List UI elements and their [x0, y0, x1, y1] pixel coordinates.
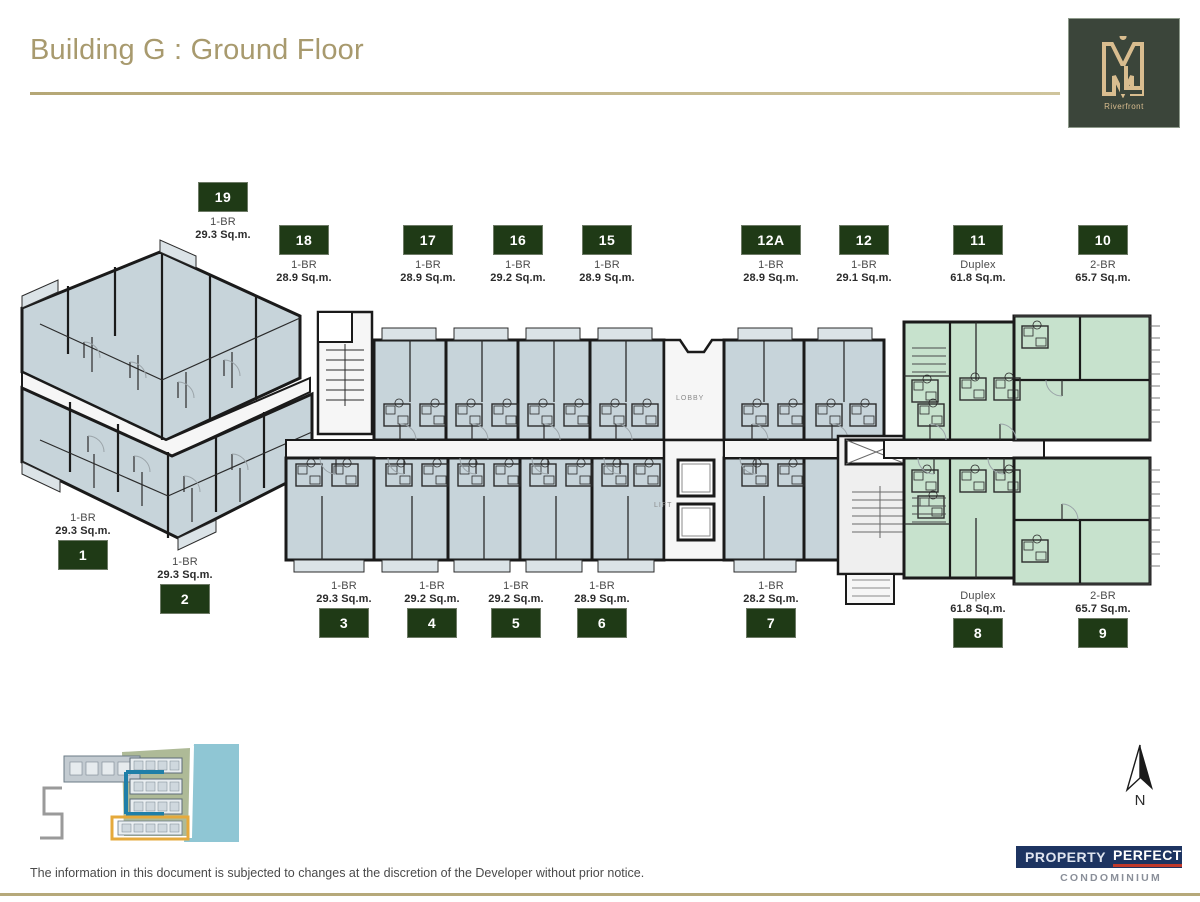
lobby-label: LOBBY [676, 395, 705, 402]
unit-type: 1-BR [172, 556, 198, 568]
unit-area: 28.2 Sq.m. [743, 593, 799, 605]
unit-callout-11[interactable]: 11 Duplex 61.8 Sq.m. [930, 225, 1026, 284]
unit-type: 1-BR [594, 259, 620, 271]
unit-type: 1-BR [415, 259, 441, 271]
unit-type: 2-BR [1090, 590, 1116, 602]
unit-badge[interactable]: 12A [741, 225, 801, 255]
unit-callout-8[interactable]: Duplex 61.8 Sq.m. 8 [930, 586, 1026, 648]
west-stair-core [316, 310, 374, 436]
unit-badge[interactable]: 2 [160, 584, 210, 614]
unit-area: 29.3 Sq.m. [195, 229, 251, 241]
unit-type: 1-BR [503, 580, 529, 592]
unit-badge[interactable]: 1 [58, 540, 108, 570]
unit-area: 29.3 Sq.m. [316, 593, 372, 605]
floor-plan-drawing [20, 239, 1160, 605]
central-slab-block [284, 327, 666, 573]
unit-badge[interactable]: 6 [577, 608, 627, 638]
unit-badge[interactable]: 5 [491, 608, 541, 638]
unit-area: 29.1 Sq.m. [836, 272, 892, 284]
north-arrow: N [1112, 742, 1168, 822]
riverfront-monogram-icon [1102, 35, 1144, 98]
unit-callout-17[interactable]: 17 1-BR 28.9 Sq.m. [380, 225, 476, 284]
unit-callout-12A[interactable]: 12A 1-BR 28.9 Sq.m. [723, 225, 819, 284]
north-arrow-icon [1125, 744, 1153, 793]
developer-name-part1: PROPERTY [1025, 849, 1107, 865]
unit-type: 1-BR [851, 259, 877, 271]
lift-label: LIFT [654, 502, 673, 509]
site-keyplan-thumbnail[interactable] [34, 742, 239, 847]
unit-callout-12[interactable]: 12 1-BR 29.1 Sq.m. [816, 225, 912, 284]
unit-badge[interactable]: 18 [279, 225, 329, 255]
unit-callout-7[interactable]: 1-BR 28.2 Sq.m. 7 [723, 576, 819, 638]
disclaimer-text: The information in this document is subj… [30, 866, 645, 880]
unit-area: 29.2 Sq.m. [404, 593, 460, 605]
unit-callout-18[interactable]: 18 1-BR 28.9 Sq.m. [256, 225, 352, 284]
unit-type: 1-BR [70, 512, 96, 524]
unit-type: Duplex [960, 259, 996, 271]
unit-callout-5[interactable]: 1-BR 29.2 Sq.m. 5 [468, 576, 564, 638]
unit-area: 28.9 Sq.m. [579, 272, 635, 284]
site-keyplan-drawing [40, 744, 239, 842]
unit-badge[interactable]: 19 [198, 182, 248, 212]
unit-type: 1-BR [758, 580, 784, 592]
unit-callout-1[interactable]: 1-BR 29.3 Sq.m. 1 [35, 508, 131, 570]
unit-area: 29.3 Sq.m. [157, 569, 213, 581]
unit-area: 61.8 Sq.m. [950, 272, 1006, 284]
unit-type: 1-BR [210, 216, 236, 228]
unit-area: 29.3 Sq.m. [55, 525, 111, 537]
unit-badge[interactable]: 10 [1078, 225, 1128, 255]
unit-type: 1-BR [419, 580, 445, 592]
developer-subtitle: CONDOMINIUM [1060, 872, 1162, 884]
unit-badge[interactable]: 12 [839, 225, 889, 255]
unit-type: 1-BR [758, 259, 784, 271]
unit-area: 65.7 Sq.m. [1075, 272, 1131, 284]
unit-area: 28.9 Sq.m. [574, 593, 630, 605]
unit-callout-4[interactable]: 1-BR 29.2 Sq.m. 4 [384, 576, 480, 638]
footer-divider [0, 893, 1200, 896]
left-wing-block [20, 239, 314, 551]
unit-area: 29.2 Sq.m. [490, 272, 546, 284]
unit-badge[interactable]: 9 [1078, 618, 1128, 648]
duplex-east-block [883, 314, 1160, 586]
unit-type: 1-BR [505, 259, 531, 271]
floor-plan-stage: LOBBY LIFT [0, 140, 1200, 720]
unit-badge[interactable]: 11 [953, 225, 1003, 255]
unit-area: 29.2 Sq.m. [488, 593, 544, 605]
unit-area: 28.9 Sq.m. [743, 272, 799, 284]
unit-type: Duplex [960, 590, 996, 602]
unit-badge[interactable]: 17 [403, 225, 453, 255]
unit-callout-9[interactable]: 2-BR 65.7 Sq.m. 9 [1055, 586, 1151, 648]
unit-callout-6[interactable]: 1-BR 28.9 Sq.m. 6 [554, 576, 650, 638]
unit-callout-2[interactable]: 1-BR 29.3 Sq.m. 2 [137, 552, 233, 614]
lobby-lift-core [662, 338, 726, 562]
unit-badge[interactable]: 3 [319, 608, 369, 638]
riverfront-logo: Riverfront [1068, 18, 1180, 128]
east-slab-block [722, 327, 886, 573]
unit-callout-16[interactable]: 16 1-BR 29.2 Sq.m. [470, 225, 566, 284]
unit-type: 1-BR [291, 259, 317, 271]
page-title: Building G : Ground Floor [30, 34, 364, 66]
unit-area: 65.7 Sq.m. [1075, 603, 1131, 615]
north-label: N [1134, 792, 1146, 809]
unit-badge[interactable]: 15 [582, 225, 632, 255]
unit-type: 2-BR [1090, 259, 1116, 271]
unit-area: 28.9 Sq.m. [276, 272, 332, 284]
unit-badge[interactable]: 4 [407, 608, 457, 638]
logo-caption: Riverfront [1104, 101, 1144, 111]
unit-type: 1-BR [589, 580, 615, 592]
title-divider [30, 92, 1060, 95]
unit-badge[interactable]: 8 [953, 618, 1003, 648]
unit-area: 61.8 Sq.m. [950, 603, 1006, 615]
unit-callout-3[interactable]: 1-BR 29.3 Sq.m. 3 [296, 576, 392, 638]
unit-callout-15[interactable]: 15 1-BR 28.9 Sq.m. [559, 225, 655, 284]
developer-logo: PROPERTY PERFECT [1016, 846, 1182, 868]
unit-area: 28.9 Sq.m. [400, 272, 456, 284]
unit-badge[interactable]: 16 [493, 225, 543, 255]
unit-callout-19[interactable]: 19 1-BR 29.3 Sq.m. [175, 182, 271, 241]
unit-callout-10[interactable]: 10 2-BR 65.7 Sq.m. [1055, 225, 1151, 284]
unit-badge[interactable]: 7 [746, 608, 796, 638]
developer-name-part2: PERFECT [1113, 847, 1182, 867]
unit-type: 1-BR [331, 580, 357, 592]
